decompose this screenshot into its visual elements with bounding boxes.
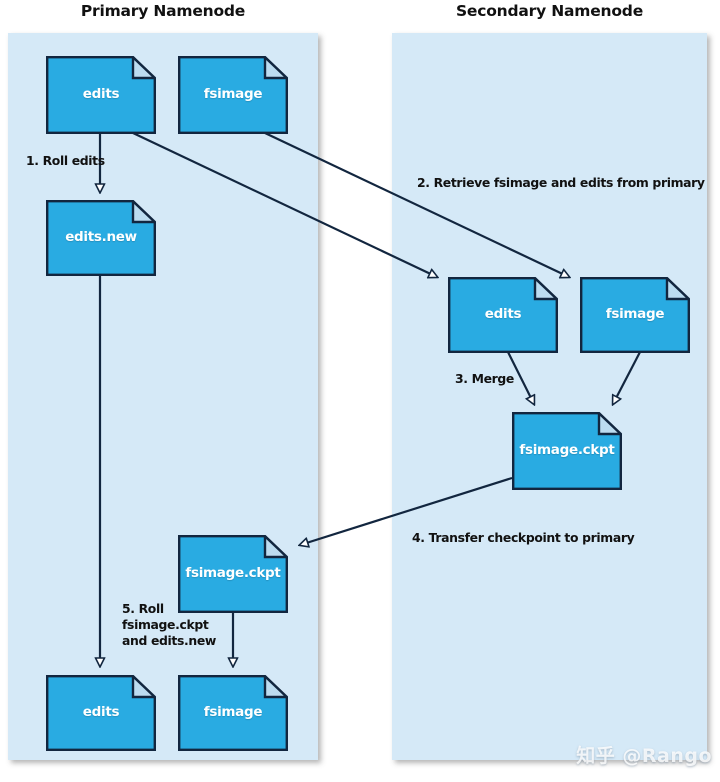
document-shape: [448, 277, 558, 353]
document-shape: [512, 412, 622, 490]
document-shape: [178, 675, 288, 751]
node-primary-fsimage-bottom[interactable]: fsimage: [178, 675, 288, 751]
step-label-4: 4. Transfer checkpoint to primary: [412, 530, 635, 545]
document-shape: [178, 535, 288, 613]
step-label-1: 1. Roll edits: [26, 153, 105, 168]
step-label-5-line1: 5. Roll: [122, 601, 164, 616]
step-label-5-line3: and edits.new: [122, 633, 217, 648]
panel-title-secondary: Secondary Namenode: [455, 2, 644, 20]
panel-title-primary: Primary Namenode: [80, 2, 246, 20]
node-secondary-fsimage-ckpt[interactable]: fsimage.ckpt: [512, 412, 622, 490]
step-label-3: 3. Merge: [455, 371, 514, 386]
node-primary-edits-new[interactable]: edits.new: [46, 200, 156, 276]
document-shape: [46, 200, 156, 276]
document-shape: [46, 675, 156, 751]
node-secondary-fsimage[interactable]: fsimage: [580, 277, 690, 353]
panel-secondary: [392, 33, 707, 760]
watermark: 知乎 @Rango: [576, 745, 712, 767]
step-label-2: 2. Retrieve fsimage and edits from prima…: [417, 175, 705, 190]
step-label-5: 5. Roll fsimage.ckpt and edits.new: [122, 601, 218, 649]
panel-primary: [8, 33, 318, 760]
step-label-5-line2: fsimage.ckpt: [122, 617, 209, 632]
node-primary-edits-bottom[interactable]: edits: [46, 675, 156, 751]
node-secondary-edits[interactable]: edits: [448, 277, 558, 353]
node-primary-fsimage-top[interactable]: fsimage: [178, 56, 288, 134]
document-shape: [580, 277, 690, 353]
document-shape: [178, 56, 288, 134]
document-shape: [46, 56, 156, 134]
node-primary-edits-top[interactable]: edits: [46, 56, 156, 134]
